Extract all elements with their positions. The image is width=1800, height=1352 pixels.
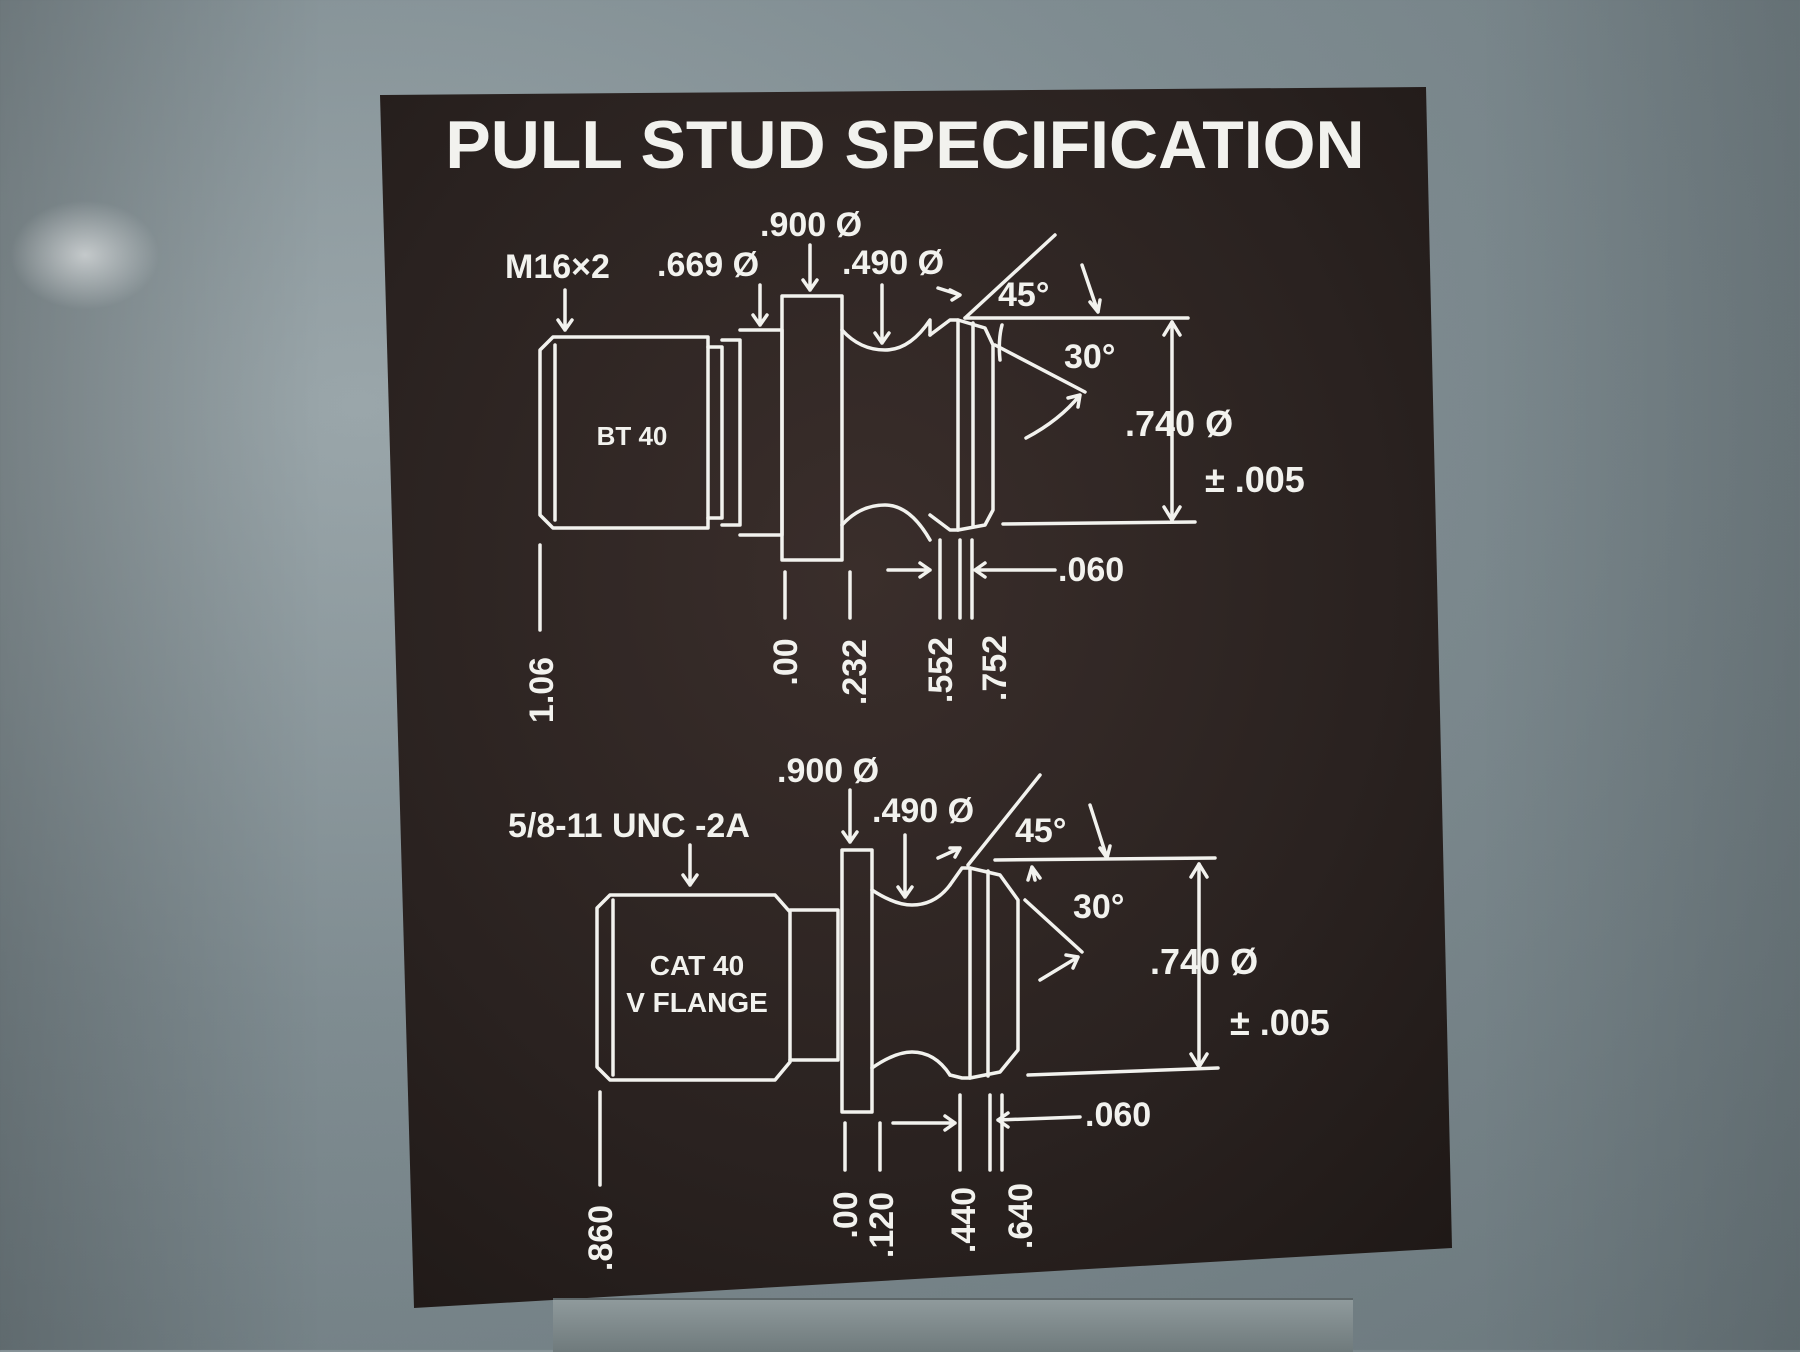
bt40-ring-1: [706, 345, 724, 520]
cat40-060-arrow-left: [891, 1114, 957, 1132]
cat40-490-label: .490 Ø: [872, 792, 974, 830]
bt40-neck-top: [840, 318, 932, 352]
cat40-060-arrow-right: [996, 1111, 1082, 1129]
bt40-740-label: .740 Ø: [1125, 403, 1233, 444]
bt40-tol-label: ± .005: [1205, 459, 1305, 500]
cat40-pos-860: .860: [582, 1205, 620, 1271]
cat40-pos-440: .440: [945, 1187, 983, 1253]
bt40-30-label: 30°: [1064, 338, 1115, 376]
bt40-thread-arrow: [556, 288, 574, 332]
bt40-490-label: .490 Ø: [842, 244, 944, 282]
bt40-45-guide: [963, 233, 1057, 320]
cat40-900-label: .900 Ø: [777, 752, 879, 790]
bt40-ring-2: [720, 338, 742, 527]
bt40-740-arrowheads: [1162, 320, 1182, 522]
cat40-30-guide: [1023, 898, 1084, 954]
bt40-thread-label: M16×2: [505, 248, 610, 286]
cat40-neck-bottom: [870, 1050, 952, 1077]
cat40-490-arrow: [896, 833, 914, 899]
cat40-45-arrow-left: [936, 846, 962, 860]
bt40-669-arrow: [751, 283, 769, 327]
bt40-head-right: [956, 318, 995, 532]
bt40-pos-752: .752: [976, 635, 1014, 701]
bt40-flange: [780, 294, 844, 562]
bt40-name: BT 40: [597, 421, 668, 451]
light-glare: [10, 200, 160, 310]
bt40-060-label: .060: [1058, 551, 1124, 589]
cat40-drawing: CAT 40 V FLANGE 5/8-11 UNC -2A .900 Ø .4…: [508, 752, 1330, 1271]
bt40-drawing: BT 40 M16×2 .669 Ø .900 Ø .490 Ø 45° 30°…: [505, 206, 1305, 723]
bt40-060-arrow-right: [973, 561, 1057, 579]
plate-body: [380, 87, 1452, 1308]
cat40-30-arc-top: [1026, 865, 1042, 882]
cat40-900-arrow: [841, 788, 859, 844]
bt40-45-arrow-left: [936, 286, 962, 302]
cat40-thread-arrow: [681, 843, 699, 887]
cat40-060-label: .060: [1085, 1096, 1151, 1134]
cat40-head-right: [968, 866, 1020, 1080]
cat40-neck: [788, 908, 840, 1062]
bt40-head-left: [928, 318, 960, 532]
bt40-669-label: .669 Ø: [657, 246, 759, 284]
cat40-30-arrow: [1038, 953, 1080, 982]
bt40-45-arrow-right: [1080, 263, 1102, 314]
cat40-pos-00: .00: [827, 1191, 865, 1238]
bt40-shank: [538, 335, 710, 530]
cat40-top-extension: [993, 856, 1217, 862]
cat40-name-line1: CAT 40: [650, 950, 744, 981]
bt40-bottom-extension: [1001, 520, 1197, 526]
bt40-pos-552: .552: [922, 637, 960, 703]
cat40-30-label: 30°: [1073, 888, 1124, 926]
bt40-45-label: 45°: [998, 276, 1049, 314]
machine-bracket: [553, 1298, 1353, 1352]
bt40-pos-106: 1.06: [523, 657, 561, 723]
cat40-740-label: .740 Ø: [1150, 941, 1258, 982]
cat40-shank: [595, 893, 792, 1082]
cat40-pos-640: .640: [1002, 1183, 1040, 1249]
bt40-900-label: .900 Ø: [760, 206, 862, 244]
cat40-bottom-extension: [1026, 1066, 1220, 1077]
cat40-45-label: 45°: [1015, 812, 1066, 850]
cat40-name-line2: V FLANGE: [626, 987, 768, 1018]
bt40-30-arrow: [1024, 393, 1082, 440]
bt40-30-arc-top: [997, 323, 1004, 362]
plate-title: PULL STUD SPECIFICATION: [445, 107, 1364, 183]
cat40-tol-label: ± .005: [1230, 1002, 1330, 1043]
cat40-thread-label: 5/8-11 UNC -2A: [508, 807, 750, 845]
cat40-45-guide: [966, 773, 1042, 867]
bt40-pos-232: .232: [836, 639, 874, 705]
cat40-head-left: [948, 866, 972, 1080]
cat40-neck-top: [870, 883, 952, 907]
bt40-060-arrow-left: [886, 561, 932, 579]
bt40-pos-00: .00: [767, 638, 805, 685]
bt40-neck-bottom: [840, 503, 932, 542]
cat40-flange: [840, 848, 874, 1114]
bt40-900-arrow: [801, 243, 819, 292]
cat40-pos-120: .120: [863, 1192, 901, 1258]
bt40-30-guide: [993, 343, 1087, 394]
bt40-490-arrow: [873, 283, 891, 345]
